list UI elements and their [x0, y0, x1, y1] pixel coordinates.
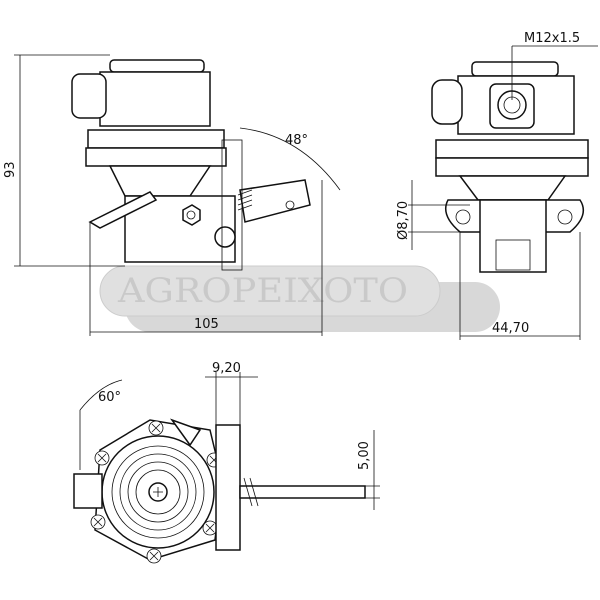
- dim-diameter: Ø8,70: [396, 201, 411, 240]
- dim-angle-bottom: 60°: [98, 390, 121, 405]
- dim-lever-width: 5,00: [357, 441, 372, 470]
- watermark: AGROPEIXOTO: [99, 265, 500, 332]
- dim-width: 105: [194, 317, 219, 332]
- watermark-text: AGROPEIXOTO: [117, 271, 408, 311]
- dim-depth: 44,70: [492, 321, 529, 336]
- front-view: [431, 61, 589, 273]
- dim-angle-side: 48°: [285, 133, 308, 148]
- dim-height: 93: [3, 161, 18, 178]
- dim-offset: 9,20: [212, 361, 241, 376]
- bottom-dimensions: 60° 9,20 5,00: [79, 361, 380, 510]
- bottom-view: [73, 418, 366, 564]
- dim-thread: M12x1.5: [524, 31, 580, 46]
- front-dimensions: M12x1.5 Ø8,70 44,70: [396, 31, 598, 340]
- side-view: [71, 59, 311, 271]
- side-dimensions: 93 105 48°: [3, 54, 341, 336]
